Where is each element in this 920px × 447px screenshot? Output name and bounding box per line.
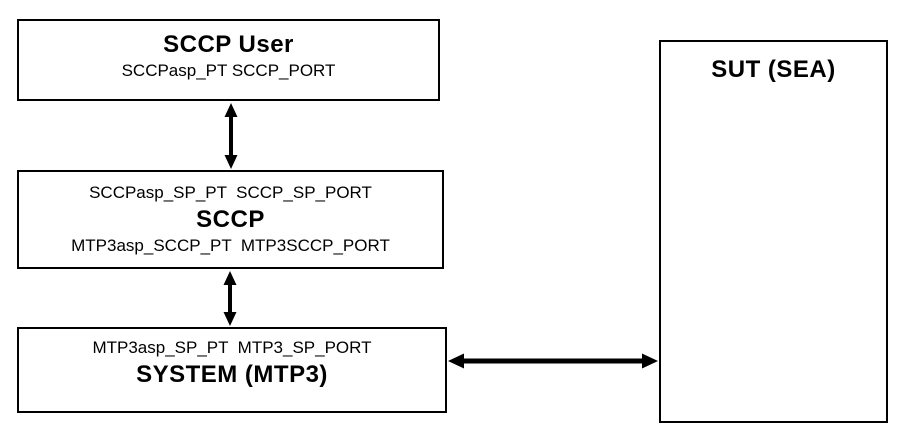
sut-sea-title: SUT (SEA) [711, 56, 836, 83]
box-sccp: SCCPasp_SP_PT SCCP_SP_PORT SCCP MTP3asp_… [17, 170, 444, 269]
sccp-ports-top: SCCPasp_SP_PT SCCP_SP_PORT [89, 183, 372, 202]
system-mtp3-ports: MTP3asp_SP_PT MTP3_SP_PORT [92, 338, 372, 357]
sccp-user-ports: SCCPasp_PT SCCP_PORT [121, 61, 336, 80]
arrow-sccp-to-system-mtp3 [223, 271, 237, 326]
arrow-sccp-user-to-sccp [224, 103, 238, 169]
sccp-title: SCCP [196, 206, 265, 233]
arrow-system-mtp3-to-sut [448, 353, 658, 369]
box-system-mtp3: MTP3asp_SP_PT MTP3_SP_PORT SYSTEM (MTP3) [17, 327, 447, 413]
sccp-ports-bottom: MTP3asp_SCCP_PT MTP3SCCP_PORT [71, 236, 390, 255]
box-sut-sea: SUT (SEA) [659, 40, 888, 423]
sccp-user-title: SCCP User [163, 31, 294, 58]
box-sccp-user: SCCP User SCCPasp_PT SCCP_PORT [17, 19, 440, 101]
system-mtp3-title: SYSTEM (MTP3) [136, 361, 328, 388]
